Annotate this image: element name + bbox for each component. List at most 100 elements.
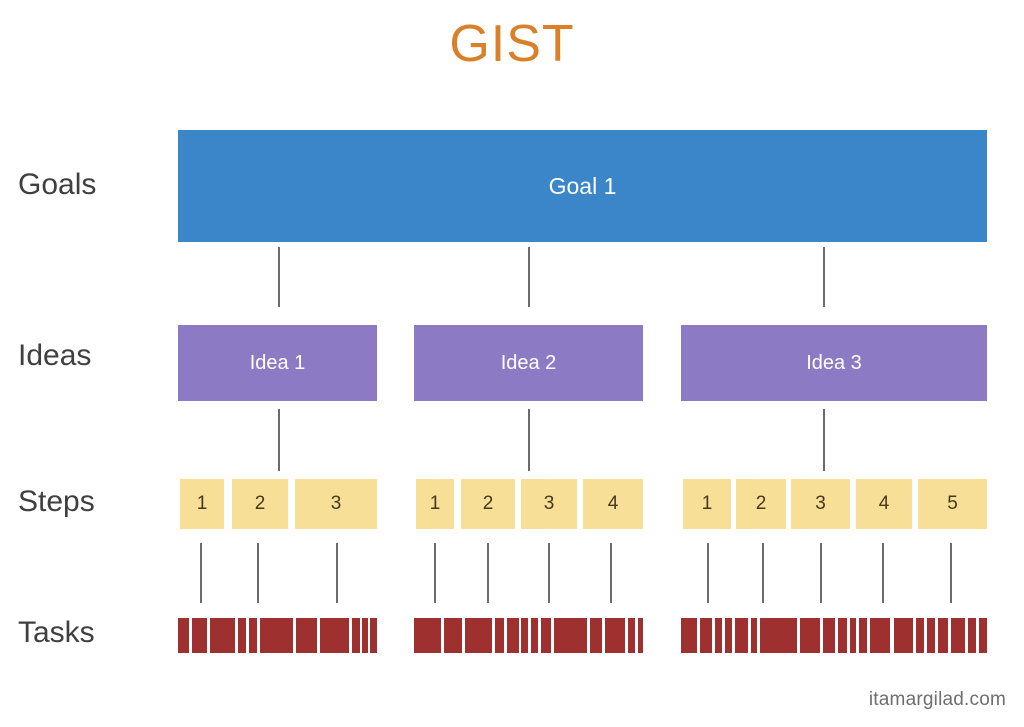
row-label-goals: Goals [18, 168, 97, 201]
task-bar[interactable] [414, 618, 441, 653]
task-bar[interactable] [628, 618, 635, 653]
task-bar[interactable] [850, 618, 856, 653]
task-bar[interactable] [210, 618, 235, 653]
idea-box[interactable]: Idea 2 [414, 325, 643, 401]
step-box[interactable]: 2 [736, 479, 786, 529]
task-bar[interactable] [681, 618, 697, 653]
step-label: 4 [607, 493, 619, 514]
task-bar[interactable] [465, 618, 492, 653]
step-to-task-connector [257, 543, 259, 603]
task-bar[interactable] [495, 618, 504, 653]
task-bar[interactable] [320, 618, 349, 653]
task-bar[interactable] [838, 618, 847, 653]
task-bar[interactable] [735, 618, 748, 653]
task-bar[interactable] [894, 618, 913, 653]
step-label: 3 [815, 493, 826, 514]
task-bar[interactable] [951, 618, 965, 653]
idea-to-step-connector [528, 409, 530, 471]
task-bar[interactable] [823, 618, 835, 653]
step-box[interactable]: 3 [791, 479, 850, 529]
task-bar[interactable] [178, 618, 189, 653]
task-bar[interactable] [760, 618, 797, 653]
goal-label: Goal 1 [548, 172, 617, 199]
step-label: 1 [429, 493, 441, 514]
task-bar[interactable] [531, 618, 538, 653]
step-to-task-connector [336, 543, 338, 603]
task-bar[interactable] [192, 618, 207, 653]
goal-bar[interactable]: Goal 1 [178, 130, 987, 242]
step-box[interactable]: 1 [180, 479, 224, 529]
task-bar[interactable] [370, 618, 377, 653]
step-to-task-connector [882, 543, 884, 603]
idea-to-step-connector [823, 409, 825, 471]
goal-to-idea-connector [278, 247, 280, 307]
step-to-task-connector [762, 543, 764, 603]
task-bar[interactable] [554, 618, 587, 653]
step-to-task-connector [820, 543, 822, 603]
step-label: 2 [254, 493, 266, 514]
step-label: 4 [878, 493, 890, 514]
step-label: 3 [330, 493, 342, 514]
task-bar[interactable] [521, 618, 528, 653]
row-label-ideas: Ideas [18, 339, 92, 372]
idea-label: Idea 1 [249, 351, 306, 374]
task-bar[interactable] [352, 618, 360, 653]
task-bar[interactable] [507, 618, 519, 653]
idea-label: Idea 2 [500, 351, 557, 374]
task-bar[interactable] [979, 618, 987, 653]
step-label: 1 [196, 493, 208, 514]
task-bar[interactable] [968, 618, 976, 653]
task-bar[interactable] [859, 618, 867, 653]
step-to-task-connector [548, 543, 550, 603]
step-box[interactable]: 4 [583, 479, 643, 529]
task-bar[interactable] [927, 618, 935, 653]
row-label-steps: Steps [18, 485, 95, 518]
step-label: 3 [543, 493, 555, 514]
task-bar[interactable] [362, 618, 368, 653]
step-to-task-connector [434, 543, 436, 603]
idea-box[interactable]: Idea 3 [681, 325, 987, 401]
row-label-tasks: Tasks [18, 616, 95, 649]
task-bar[interactable] [605, 618, 625, 653]
goal-to-idea-connector [528, 247, 530, 307]
page-title: GIST [449, 15, 575, 73]
step-label: 5 [947, 493, 958, 514]
step-label: 2 [755, 493, 767, 514]
step-label: 2 [482, 493, 494, 514]
task-bar[interactable] [249, 618, 257, 653]
step-box[interactable]: 2 [461, 479, 515, 529]
step-box[interactable]: 4 [856, 479, 912, 529]
step-box[interactable]: 3 [521, 479, 577, 529]
goal-to-idea-connector [823, 247, 825, 307]
task-bar[interactable] [444, 618, 462, 653]
task-bar[interactable] [638, 618, 643, 653]
step-to-task-connector [200, 543, 202, 603]
task-bar[interactable] [916, 618, 924, 653]
step-box[interactable]: 1 [416, 479, 454, 529]
task-bar[interactable] [938, 618, 948, 653]
task-bar[interactable] [870, 618, 890, 653]
step-box[interactable]: 2 [232, 479, 288, 529]
step-box[interactable]: 3 [295, 479, 377, 529]
task-bar[interactable] [715, 618, 722, 653]
task-bar[interactable] [296, 618, 317, 653]
task-bar[interactable] [700, 618, 712, 653]
task-bar[interactable] [541, 618, 551, 653]
task-bar[interactable] [238, 618, 246, 653]
task-bar[interactable] [590, 618, 602, 653]
task-bar[interactable] [800, 618, 820, 653]
step-to-task-connector [707, 543, 709, 603]
idea-label: Idea 3 [806, 351, 862, 374]
task-bar[interactable] [260, 618, 293, 653]
step-label: 1 [701, 493, 713, 514]
step-box[interactable]: 1 [683, 479, 731, 529]
footer-attribution: itamargilad.com [868, 689, 1006, 710]
task-bar[interactable] [751, 618, 757, 653]
idea-box[interactable]: Idea 1 [178, 325, 377, 401]
idea-to-step-connector [278, 409, 280, 471]
step-box[interactable]: 5 [918, 479, 987, 529]
step-to-task-connector [487, 543, 489, 603]
step-to-task-connector [610, 543, 612, 603]
task-bar[interactable] [725, 618, 732, 653]
